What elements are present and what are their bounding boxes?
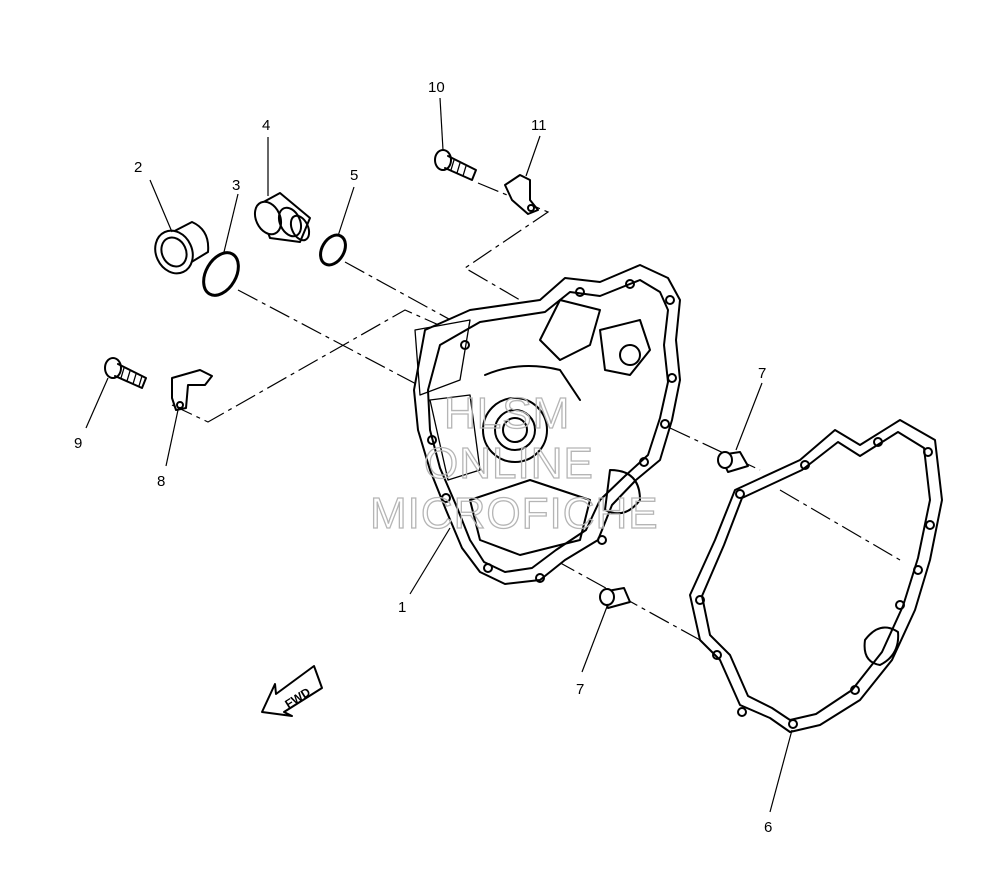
watermark-line-3: MICROFICHE bbox=[370, 489, 659, 538]
bolt-upper[interactable] bbox=[434, 149, 477, 181]
callout-9: 9 bbox=[74, 435, 82, 452]
oil-filler-plug[interactable] bbox=[148, 221, 210, 280]
dowel-pin-upper[interactable] bbox=[717, 451, 749, 473]
watermark: HLSM ONLINE MICROFICHE bbox=[369, 388, 659, 538]
callout-11: 11 bbox=[531, 117, 547, 134]
callout-7-upper: 7 bbox=[758, 365, 766, 382]
stepped-plug[interactable] bbox=[250, 192, 313, 243]
watermark-line-1: HLSM bbox=[444, 389, 570, 438]
callout-5: 5 bbox=[350, 167, 358, 184]
callout-8: 8 bbox=[157, 473, 165, 490]
leader-lines bbox=[85, 97, 793, 813]
bolt-lower[interactable] bbox=[104, 357, 147, 389]
clamp-lower[interactable] bbox=[171, 369, 213, 411]
forward-direction-arrow: FWD bbox=[261, 665, 323, 717]
callout-4: 4 bbox=[262, 117, 270, 134]
callout-7-lower: 7 bbox=[576, 681, 584, 698]
callout-labels: 1 2 3 4 5 6 7 7 8 9 10 11 bbox=[74, 79, 772, 836]
crankcase-cover[interactable] bbox=[413, 264, 681, 585]
clamp-upper[interactable] bbox=[504, 174, 539, 215]
callout-1: 1 bbox=[398, 599, 406, 616]
cover-gasket[interactable] bbox=[689, 419, 943, 733]
watermark-line-2: ONLINE bbox=[424, 439, 594, 488]
dowel-pin-lower[interactable] bbox=[599, 587, 631, 609]
callout-6: 6 bbox=[764, 819, 772, 836]
o-ring-large[interactable] bbox=[197, 247, 246, 302]
callout-10: 10 bbox=[428, 79, 445, 96]
callout-3: 3 bbox=[232, 177, 240, 194]
callout-2: 2 bbox=[134, 159, 142, 176]
o-ring-small[interactable] bbox=[315, 231, 350, 270]
